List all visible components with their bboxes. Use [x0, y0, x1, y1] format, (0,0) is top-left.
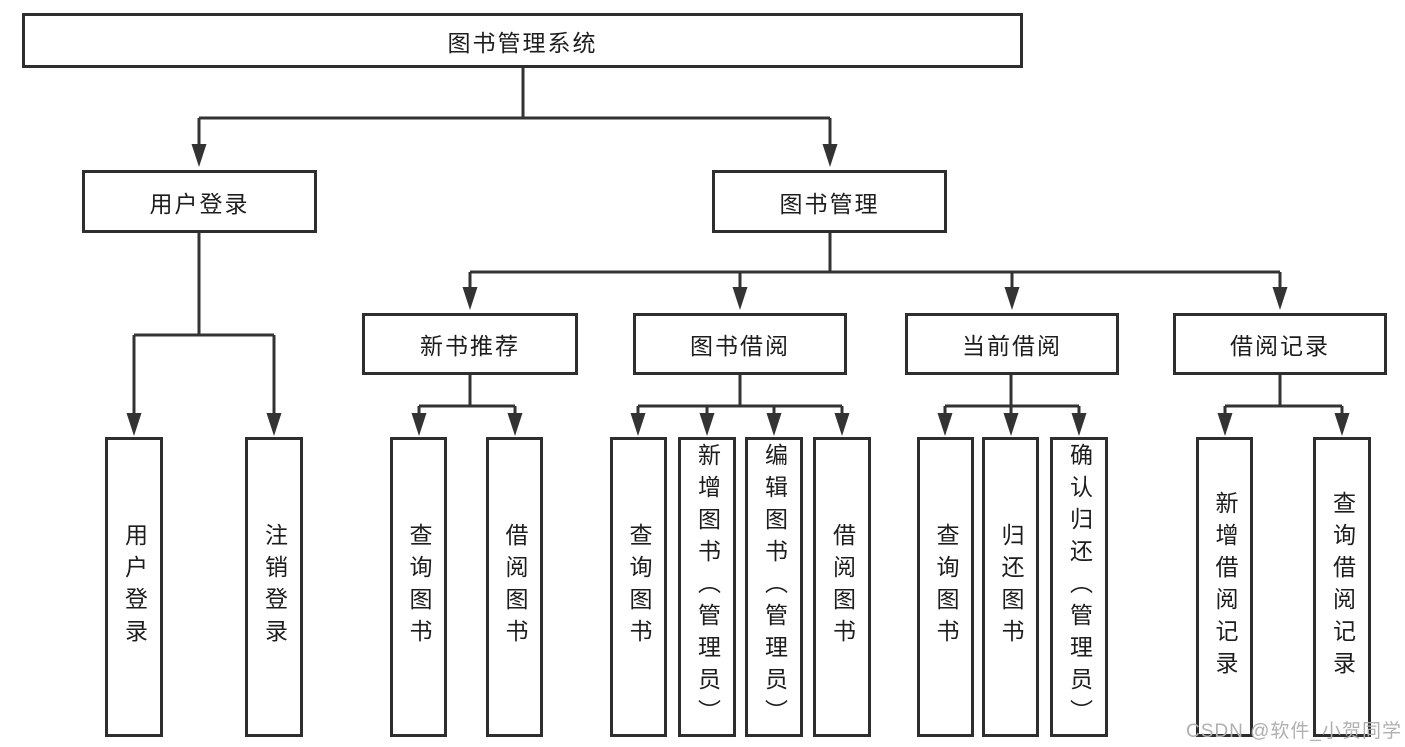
leaf-query-borrow-record-label: 查询借阅记录 [1329, 491, 1356, 683]
leaf-add-borrow-record-label: 新增借阅记录 [1212, 491, 1238, 683]
leaf-confirm-return-admin-label: 确认归还（管理员） [1066, 443, 1093, 731]
leaf-edit-book-admin-label: 编辑图书（管理员） [761, 443, 788, 731]
leaf-borrow-book-borrowing: 借阅图书 [813, 437, 871, 737]
node-root: 图书管理系统 [22, 13, 1023, 68]
leaf-user-login-label: 用户登录 [121, 523, 148, 651]
leaf-query-book-recommend-label: 查询图书 [406, 523, 432, 651]
leaf-borrow-book-recommend: 借阅图书 [486, 437, 543, 737]
leaf-confirm-return-admin: 确认归还（管理员） [1050, 437, 1108, 737]
leaf-add-book-admin-label: 新增图书（管理员） [694, 443, 721, 731]
node-book-borrowing-label: 图书借阅 [690, 333, 790, 359]
leaf-query-book-borrowing-label: 查询图书 [626, 523, 652, 651]
leaf-add-borrow-record: 新增借阅记录 [1196, 437, 1253, 737]
leaf-logout: 注销登录 [245, 437, 303, 737]
leaf-edit-book-admin: 编辑图书（管理员） [745, 437, 803, 737]
leaf-return-book: 归还图书 [982, 437, 1039, 737]
leaf-query-book-current-label: 查询图书 [933, 523, 959, 651]
leaf-logout-label: 注销登录 [261, 523, 288, 651]
node-book-management: 图书管理 [712, 170, 947, 233]
node-borrow-records-label: 借阅记录 [1230, 333, 1330, 359]
leaf-query-borrow-record: 查询借阅记录 [1313, 437, 1371, 737]
leaf-query-book-borrowing: 查询图书 [610, 437, 667, 737]
leaf-user-login: 用户登录 [105, 437, 163, 737]
leaf-borrow-book-borrowing-label: 借阅图书 [829, 523, 856, 651]
node-new-book-recommend-label: 新书推荐 [420, 333, 520, 359]
node-book-management-label: 图书管理 [779, 190, 880, 217]
leaf-query-book-recommend: 查询图书 [390, 437, 447, 737]
watermark: CSDN @软件_小贺同学 [1186, 721, 1402, 742]
node-user-login-label: 用户登录 [149, 190, 250, 217]
node-current-borrowing-label: 当前借阅 [962, 333, 1062, 359]
node-book-borrowing: 图书借阅 [633, 313, 847, 375]
node-current-borrowing: 当前借阅 [905, 313, 1119, 375]
leaf-add-book-admin: 新增图书（管理员） [678, 437, 736, 737]
node-new-book-recommend: 新书推荐 [362, 313, 578, 375]
node-root-label: 图书管理系统 [447, 29, 598, 56]
node-borrow-records: 借阅记录 [1173, 313, 1387, 375]
leaf-return-book-label: 归还图书 [998, 523, 1024, 651]
node-user-login: 用户登录 [82, 170, 317, 233]
leaf-query-book-current: 查询图书 [917, 437, 974, 737]
leaf-borrow-book-recommend-label: 借阅图书 [502, 523, 528, 651]
